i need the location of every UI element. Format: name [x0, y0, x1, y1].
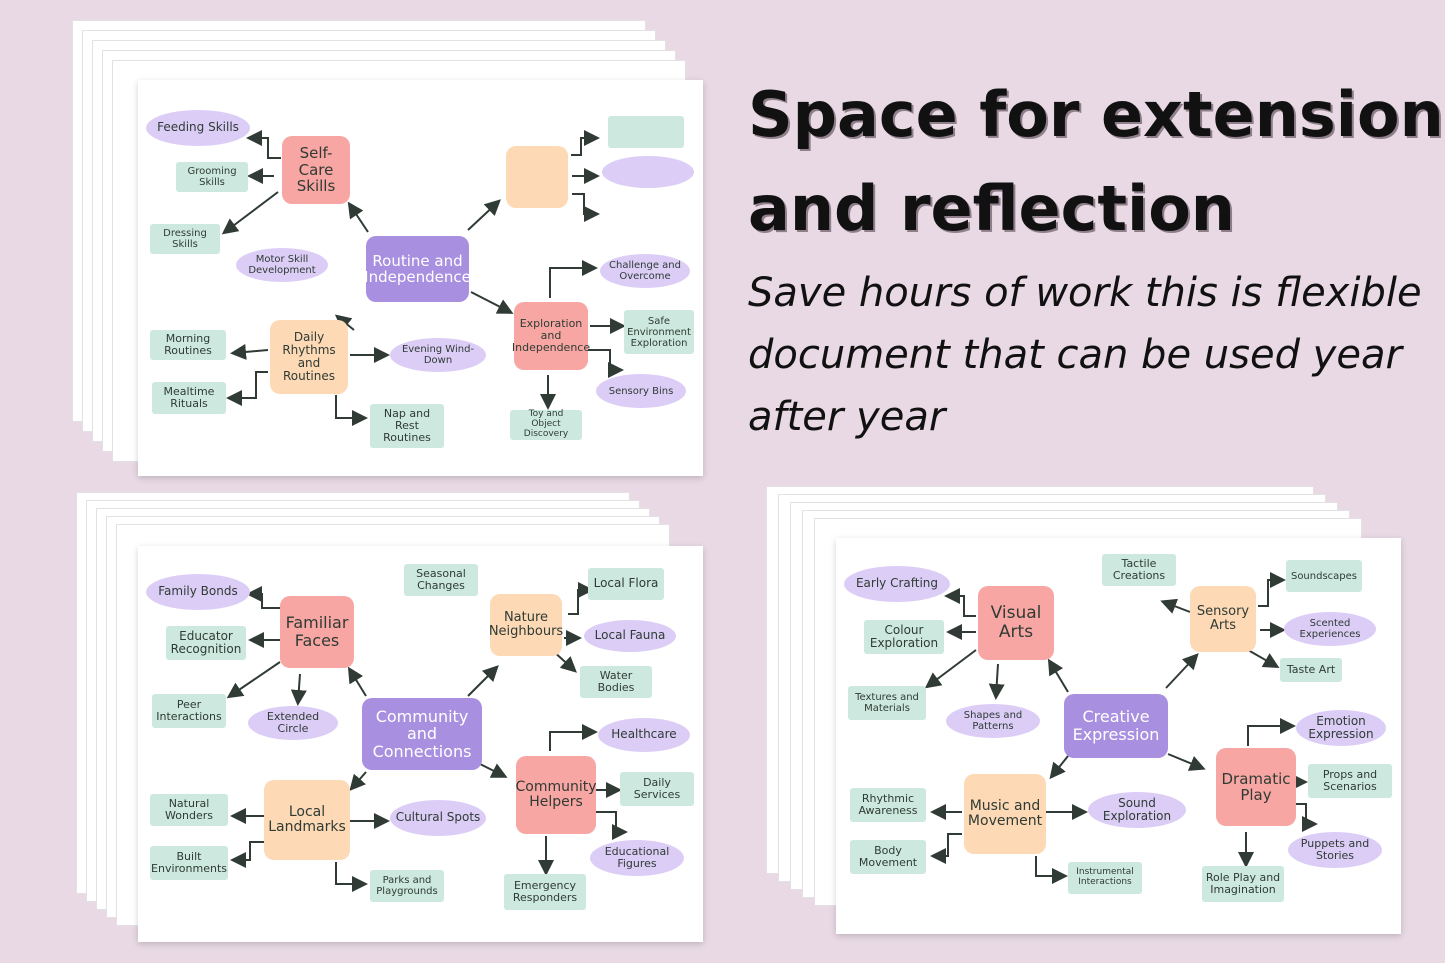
center-node: Creative Expression — [1064, 694, 1168, 758]
leaf-morning: Morning Routines — [150, 330, 226, 360]
leaf-emergency: Emergency Responders — [504, 874, 586, 910]
leaf-crafting: Early Crafting — [844, 566, 950, 602]
leaf-taste: Taste Art — [1280, 658, 1342, 682]
connector-lines — [924, 572, 1318, 884]
leaf-daily-services: Daily Services — [620, 772, 694, 806]
leaf-motor: Motor Skill Development — [236, 248, 328, 282]
leaf-shapes: Shapes and Patterns — [946, 704, 1040, 738]
leaf-mealtime: Mealtime Rituals — [152, 382, 226, 414]
leaf-parks: Parks and Playgrounds — [370, 870, 444, 902]
branch-nature: Nature Neighbours — [489, 594, 563, 656]
connector-lines — [221, 130, 626, 426]
leaf-flora: Local Flora — [588, 568, 664, 600]
branch-helpers: Community Helpers — [515, 756, 597, 834]
empty-branch — [506, 146, 568, 208]
branch-daily: Daily Rhythms and Routines — [270, 320, 348, 394]
leaf-grooming: Grooming Skills — [176, 162, 248, 192]
mindmap-card-creative: Creative Expression Visual Arts Early Cr… — [836, 538, 1401, 934]
mindmap-card-routine: Routine and Independence Self-Care Skill… — [138, 80, 703, 476]
leaf-props: Props and Scenarios — [1308, 764, 1392, 798]
leaf-fauna: Local Fauna — [584, 620, 676, 652]
leaf-emotion: Emotion Expression — [1296, 710, 1386, 746]
branch-self-care: Self-Care Skills — [282, 136, 350, 204]
leaf-seasonal: Seasonal Changes — [404, 564, 478, 596]
leaf-scented: Scented Experiences — [1284, 612, 1376, 646]
headline-line-2: and reflection — [748, 172, 1235, 245]
leaf-extended: Extended Circle — [248, 706, 338, 740]
leaf-built: Built Environments — [150, 846, 228, 880]
subtext: Save hours of work this is flexible docu… — [748, 270, 1422, 440]
branch-exploration: Exploration and Independence — [512, 302, 590, 370]
connector-lines — [226, 582, 628, 892]
branch-sensory-arts: Sensory Arts — [1190, 586, 1256, 652]
leaf-educator: Educator Recognition — [166, 626, 246, 660]
branch-familiar-faces: Familiar Faces — [280, 596, 354, 668]
leaf-tactile: Tactile Creations — [1102, 554, 1176, 586]
leaf-sound: Sound Exploration — [1088, 792, 1186, 828]
center-node: Routine and Independence — [364, 236, 471, 302]
leaf-cultural: Cultural Spots — [390, 800, 486, 836]
empty-leaf — [608, 116, 684, 148]
leaf-peer: Peer Interactions — [152, 694, 226, 728]
leaf-challenge: Challenge and Overcome — [600, 254, 690, 288]
leaf-educational: Educational Figures — [590, 840, 684, 876]
leaf-safe: Safe Environment Exploration — [624, 310, 694, 354]
leaf-natural: Natural Wonders — [150, 794, 228, 826]
empty-leaf — [602, 156, 694, 188]
branch-visual-arts: Visual Arts — [978, 586, 1054, 660]
mindmap-card-community: Community and Connections Familiar Faces… — [138, 546, 703, 942]
leaf-textures: Textures and Materials — [848, 686, 926, 720]
leaf-evening: Evening Wind-Down — [390, 338, 486, 372]
leaf-body: Body Movement — [850, 840, 926, 874]
leaf-family: Family Bonds — [146, 574, 250, 610]
leaf-colour: Colour Exploration — [864, 620, 944, 654]
leaf-feeding: Feeding Skills — [146, 110, 250, 146]
leaf-role-play: Role Play and Imagination — [1202, 866, 1284, 902]
headline-line-1: Space for extension — [748, 78, 1444, 151]
leaf-puppets: Puppets and Stories — [1288, 832, 1382, 868]
leaf-rhythmic: Rhythmic Awareness — [850, 788, 926, 822]
leaf-dressing: Dressing Skills — [150, 224, 220, 254]
branch-music: Music and Movement — [964, 774, 1046, 854]
leaf-nap: Nap and Rest Routines — [370, 404, 444, 448]
leaf-toy: Toy and Object Discovery — [510, 409, 582, 440]
leaf-sensory-bins: Sensory Bins — [596, 374, 686, 408]
leaf-soundscapes: Soundscapes — [1286, 560, 1362, 592]
branch-dramatic: Dramatic Play — [1216, 748, 1296, 826]
center-node: Community and Connections — [362, 698, 482, 770]
branch-landmarks: Local Landmarks — [264, 780, 350, 860]
leaf-healthcare: Healthcare — [598, 718, 690, 752]
leaf-instrumental: Instrumental Interactions — [1068, 862, 1142, 894]
leaf-water: Water Bodies — [580, 666, 652, 698]
